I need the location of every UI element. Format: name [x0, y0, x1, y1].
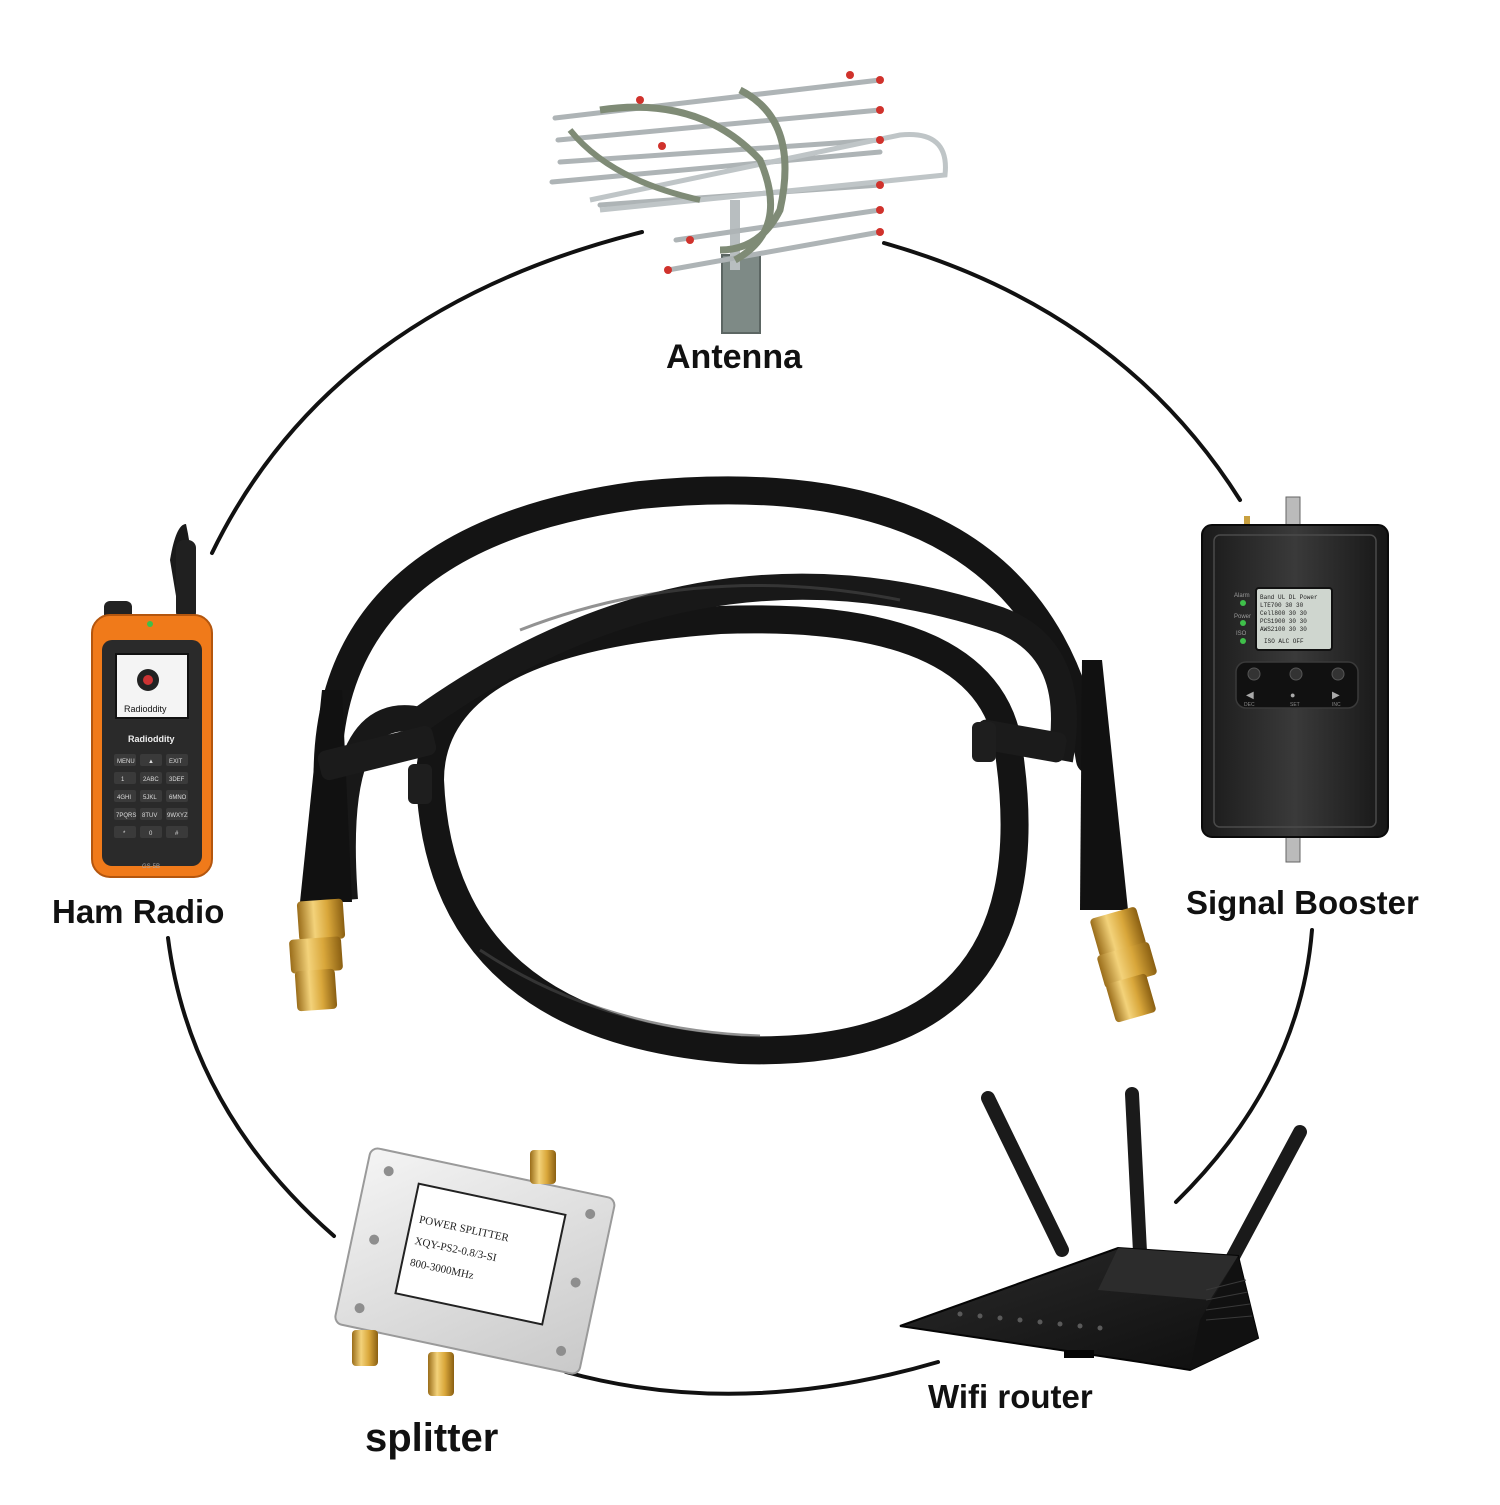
signal-booster-image: Band UL DL Power LTE700 30 30 Cell800 30… [1201, 496, 1389, 863]
signal-booster-label: Signal Booster [1186, 884, 1419, 921]
radio-key: # [175, 831, 179, 837]
wifi-router-label: Wifi router [928, 1378, 1093, 1415]
booster-screen-row: ISO ALC OFF [1264, 638, 1304, 645]
arc-splitter-to-ham [166, 936, 336, 1238]
arc-booster-to-router [1174, 928, 1314, 1204]
radio-key: 4GHI [117, 795, 131, 801]
antenna-label: Antenna [666, 338, 802, 376]
wifi-router-image [899, 1087, 1307, 1372]
radio-key: * [123, 831, 126, 837]
radio-key: EXIT [169, 759, 183, 765]
coax-cable-image [289, 476, 1157, 1065]
arc-router-to-splitter [564, 1360, 940, 1396]
booster-screen-row: Band UL DL Power [1260, 594, 1318, 601]
radio-key: 6MNO [169, 795, 187, 801]
radio-key: 2ABC [143, 777, 159, 783]
set-dot-icon: ● [1290, 690, 1295, 700]
dec-arrow-icon: ◀ [1246, 690, 1254, 701]
booster-indicator-alarm: Alarm [1234, 593, 1250, 599]
connection-arcs [166, 230, 1314, 1396]
radio-key: 7PQRS [116, 813, 136, 819]
booster-button-dec: DEC [1244, 702, 1255, 708]
radio-key: 8TUV [142, 813, 157, 819]
radio-key: MENU [117, 759, 135, 765]
radio-key: 9WXYZ [167, 813, 188, 819]
booster-indicator-power: Power [1234, 614, 1251, 620]
booster-indicator-iso: ISO [1236, 631, 1247, 637]
radio-screen-brand: Radioddity [124, 704, 167, 714]
splitter-image: POWER SPLITTER XQY-PS2-0.8/3-SI 800-3000… [334, 1147, 616, 1396]
arc-ham-to-antenna [210, 230, 644, 555]
arc-antenna-to-booster [882, 241, 1242, 502]
splitter-label: splitter [365, 1416, 499, 1460]
radio-key: 3DEF [169, 777, 185, 783]
booster-screen-row: AWS2100 30 30 [1260, 626, 1307, 633]
booster-screen: Band UL DL Power LTE700 30 30 Cell800 30… [1260, 594, 1318, 645]
antenna-image [549, 71, 948, 334]
radio-brand: Radioddity [128, 734, 175, 744]
booster-screen-row: PCS1900 30 30 [1260, 618, 1307, 625]
radio-key: 1 [121, 777, 125, 783]
radio-key: 0 [149, 831, 153, 837]
radio-model: GS-5B [142, 864, 160, 870]
booster-screen-row: LTE700 30 30 [1260, 602, 1304, 609]
booster-button-set: SET [1290, 702, 1300, 708]
radio-key: ▲ [148, 759, 154, 765]
ham-radio-label: Ham Radio [52, 893, 225, 930]
ham-radio-image: Radioddity Radioddity MENU ▲ EXIT 1 2ABC… [91, 524, 213, 878]
inc-arrow-icon: ▶ [1332, 690, 1340, 701]
booster-button-inc: INC [1332, 702, 1341, 708]
booster-screen-row: Cell800 30 30 [1260, 610, 1307, 617]
radio-key: 5JKL [143, 795, 157, 801]
